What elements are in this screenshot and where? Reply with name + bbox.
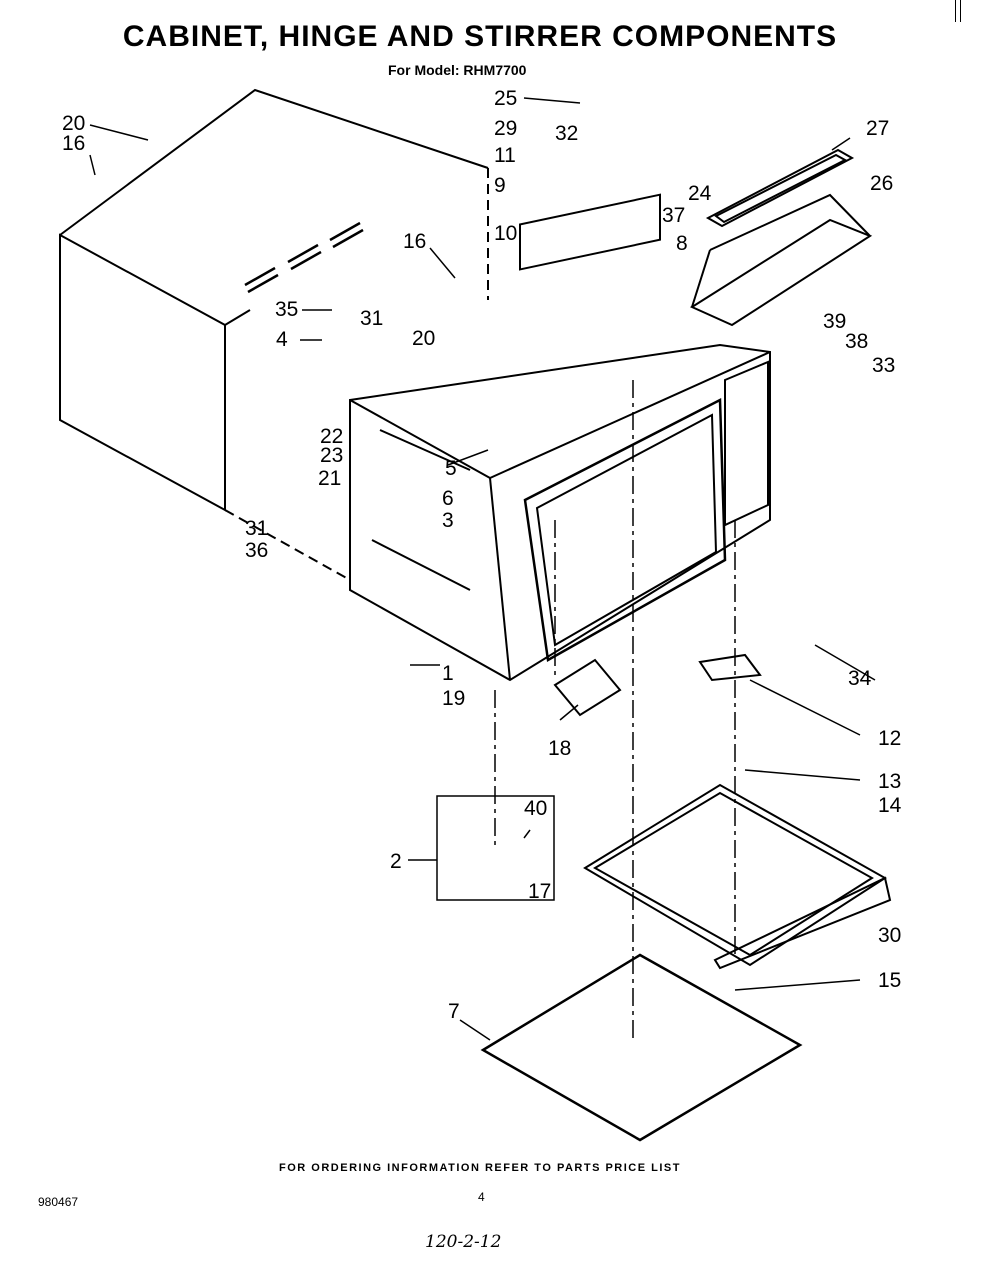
callout-3: 3 [442, 509, 454, 532]
callout-1: 1 [442, 662, 454, 685]
callout-10: 10 [494, 222, 517, 245]
callout-19: 19 [442, 687, 465, 710]
callout-2: 2 [390, 850, 402, 873]
callout-38: 38 [845, 330, 868, 353]
callout-13: 13 [878, 770, 901, 793]
callout-21: 21 [318, 467, 341, 490]
callout-22: 22 [320, 425, 343, 448]
callout-26: 26 [870, 172, 893, 195]
callout-5: 5 [445, 457, 457, 480]
callout-12: 12 [878, 727, 901, 750]
callout-18: 18 [548, 737, 571, 760]
cabinet-wrapper [59, 88, 489, 581]
stirrer-blade [698, 653, 762, 682]
callout-31a: 31 [360, 307, 383, 330]
cabinet-vents [244, 221, 364, 294]
callout-25: 25 [494, 87, 517, 110]
base-and-floor [480, 783, 892, 1142]
margin-mark [955, 0, 961, 22]
stirrer-cover [553, 658, 622, 717]
page-number: 4 [478, 1190, 485, 1204]
callout-16b: 16 [403, 230, 426, 253]
callout-9: 9 [494, 174, 506, 197]
callout-35: 35 [275, 298, 298, 321]
callout-34: 34 [848, 667, 872, 690]
assembly-lines [494, 380, 736, 1040]
callout-20b: 20 [412, 327, 435, 350]
callout-16a: 16 [62, 132, 85, 155]
oven-cavity-frame [349, 193, 771, 682]
callout-17: 17 [528, 880, 551, 903]
page-title: CABINET, HINGE AND STIRRER COMPONENTS [122, 20, 838, 53]
callout-30: 30 [878, 924, 901, 947]
model-subtitle: For Model: RHM7700 [388, 62, 527, 78]
callout-8: 8 [676, 232, 688, 255]
callout-15: 15 [878, 969, 901, 992]
callout-14: 14 [878, 794, 902, 817]
callout-33: 33 [872, 354, 895, 377]
callout-40: 40 [524, 797, 547, 820]
callout-32: 32 [555, 122, 578, 145]
callout-36: 36 [245, 539, 268, 562]
callout-31b: 31 [245, 517, 268, 540]
callout-20a: 20 [62, 112, 85, 135]
callout-37: 37 [662, 204, 685, 227]
callout-27: 27 [866, 117, 889, 140]
ordering-note: FOR ORDERING INFORMATION REFER TO PARTS … [279, 1162, 681, 1174]
control-panel-assembly [689, 148, 873, 327]
callout-39: 39 [823, 310, 846, 333]
callout-24: 24 [688, 182, 712, 205]
callout-29: 29 [494, 117, 517, 140]
callout-23: 23 [320, 444, 343, 467]
callout-7: 7 [448, 1000, 460, 1023]
document-number: 980467 [38, 1195, 79, 1209]
callout-4: 4 [276, 328, 288, 351]
callout-6: 6 [442, 487, 454, 510]
handwritten-note: 120-2-12 [425, 1232, 502, 1252]
leader-lines [89, 97, 876, 1041]
callout-11: 11 [494, 144, 516, 167]
